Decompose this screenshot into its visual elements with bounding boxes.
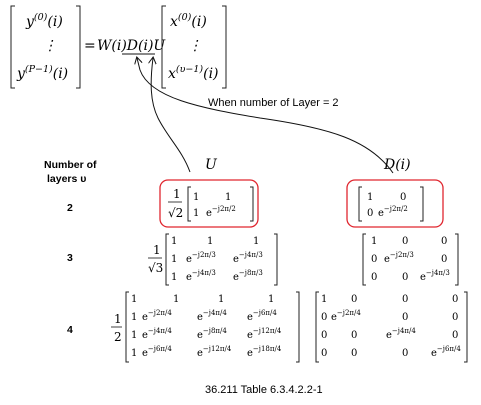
svg-text:1: 1	[171, 236, 177, 247]
d-label: D(i)	[383, 157, 411, 173]
svg-text:1: 1	[131, 330, 137, 341]
equals-sign: =	[84, 38, 96, 54]
svg-text:1: 1	[131, 294, 137, 305]
svg-text:e−j4π/3: e−j4π/3	[186, 269, 216, 283]
lhs-left-bracket	[10, 5, 15, 89]
svg-text:0: 0	[452, 312, 458, 323]
layers-2: 2	[67, 202, 73, 214]
svg-text:1: 1	[171, 272, 177, 283]
svg-text:0: 0	[402, 312, 408, 323]
svg-text:0: 0	[321, 330, 327, 341]
annotation-note: When number of Layer = 2	[208, 97, 339, 109]
svg-text:0: 0	[400, 192, 406, 203]
operator-text: W(i)D(i)U	[97, 38, 166, 54]
svg-text:0: 0	[321, 312, 327, 323]
lhs-right-bracket	[76, 5, 81, 89]
lhs-yp: y(P−1)(i)	[16, 64, 68, 82]
svg-text:0: 0	[441, 254, 447, 265]
svg-text:e−j4π/4: e−j4π/4	[386, 327, 416, 341]
svg-text:e−j2π/4: e−j2π/4	[142, 309, 172, 323]
svg-text:e−j18π/4: e−j18π/4	[247, 345, 282, 359]
svg-text:1: 1	[173, 294, 179, 305]
svg-text:e−j2π/4: e−j2π/4	[331, 309, 361, 323]
svg-text:1: 1	[321, 294, 327, 305]
arrow-to-d	[137, 58, 394, 174]
svg-text:0: 0	[402, 294, 408, 305]
header-line1: Number of	[44, 159, 97, 171]
svg-text:0: 0	[351, 294, 357, 305]
layers-4: 4	[67, 324, 73, 336]
svg-text:1: 1	[173, 187, 181, 201]
lhs-y0: y(0)(i)	[25, 12, 63, 30]
svg-text:1: 1	[153, 243, 161, 257]
svg-text:e−j6π/4: e−j6π/4	[247, 309, 277, 323]
svg-text:0: 0	[371, 272, 377, 283]
caption: 36.211 Table 6.3.4.2.2-1	[205, 384, 323, 396]
u-matrix-3: 1 √3 1 1 1 1 e−j2π/3 e−j4π/3 1 e−j4π/3 e…	[148, 233, 278, 286]
svg-text:1: 1	[131, 312, 137, 323]
svg-text:1: 1	[114, 312, 122, 326]
svg-text:e−j2π/2: e−j2π/2	[378, 205, 408, 219]
svg-text:e−j4π/3: e−j4π/3	[420, 269, 450, 283]
u-label: U	[205, 157, 218, 173]
svg-text:1: 1	[171, 254, 177, 265]
rhs-xv: x(υ−1)(i)	[168, 64, 219, 82]
u-matrix-4: 1 2 1 1 1 1 1 e−j2π/4 e−j4π/4 e−j6π/4 1 …	[111, 291, 300, 363]
header-line2: layers υ	[47, 173, 86, 185]
svg-text:0: 0	[351, 348, 357, 359]
highlight-box-d	[346, 179, 444, 228]
svg-text:e−j6π/4: e−j6π/4	[431, 345, 461, 359]
svg-text:1: 1	[218, 294, 224, 305]
svg-text:0: 0	[351, 330, 357, 341]
svg-text:e−j4π/4: e−j4π/4	[197, 309, 227, 323]
svg-text:0: 0	[321, 348, 327, 359]
svg-text:0: 0	[371, 254, 377, 265]
svg-text:0: 0	[441, 236, 447, 247]
rhs-left-bracket	[161, 5, 166, 89]
svg-text:1: 1	[193, 208, 199, 219]
svg-text:1: 1	[253, 236, 259, 247]
svg-text:0: 0	[402, 236, 408, 247]
svg-text:1: 1	[367, 192, 373, 203]
svg-text:1: 1	[193, 192, 199, 203]
rhs-right-bracket	[222, 5, 227, 89]
rhs-x0: x(0)(i)	[170, 12, 207, 30]
arrow-to-u	[151, 58, 191, 173]
lhs-vdots: ⋮	[43, 38, 57, 54]
svg-text:e−j4π/4: e−j4π/4	[142, 327, 172, 341]
svg-text:√3: √3	[148, 261, 163, 275]
svg-text:0: 0	[402, 348, 408, 359]
d-matrix-2: 1 0 0 e−j2π/2	[358, 186, 424, 222]
d-matrix-4: 1 0 0 0 0 e−j2π/4 0 0 0 0 e−j4π/4 0 0 0 …	[315, 291, 468, 363]
svg-text:2: 2	[114, 330, 122, 344]
highlight-box-u	[159, 179, 259, 228]
svg-text:1: 1	[207, 236, 213, 247]
d-matrix-3: 1 0 0 0 e−j2π/3 0 0 0 e−j4π/3	[362, 233, 459, 286]
svg-text:e−j12π/4: e−j12π/4	[197, 345, 232, 359]
svg-text:1: 1	[371, 236, 377, 247]
svg-text:1: 1	[131, 348, 137, 359]
svg-text:1: 1	[225, 192, 231, 203]
svg-text:e−j8π/4: e−j8π/4	[197, 327, 227, 341]
rhs-vdots: ⋮	[188, 38, 202, 54]
svg-text:e−j2π/3: e−j2π/3	[384, 251, 414, 265]
layers-3: 3	[67, 252, 73, 264]
svg-text:0: 0	[367, 208, 373, 219]
u-matrix-2: 1 √2 1 1 1 e−j2π/2	[168, 186, 254, 222]
svg-text:e−j2π/3: e−j2π/3	[186, 251, 216, 265]
svg-text:0: 0	[402, 272, 408, 283]
equation: y(0)(i) ⋮ y(P−1)(i) = W(i)D(i)U x(0)(i) …	[10, 5, 227, 89]
svg-text:e−j8π/3: e−j8π/3	[233, 269, 263, 283]
svg-text:1: 1	[268, 294, 274, 305]
svg-text:0: 0	[452, 330, 458, 341]
svg-text:√2: √2	[168, 206, 183, 220]
svg-text:e−j2π/2: e−j2π/2	[206, 205, 236, 219]
svg-text:e−j4π/3: e−j4π/3	[233, 251, 263, 265]
svg-text:e−j12π/4: e−j12π/4	[247, 327, 282, 341]
svg-text:e−j6π/4: e−j6π/4	[142, 345, 172, 359]
svg-text:0: 0	[452, 294, 458, 305]
